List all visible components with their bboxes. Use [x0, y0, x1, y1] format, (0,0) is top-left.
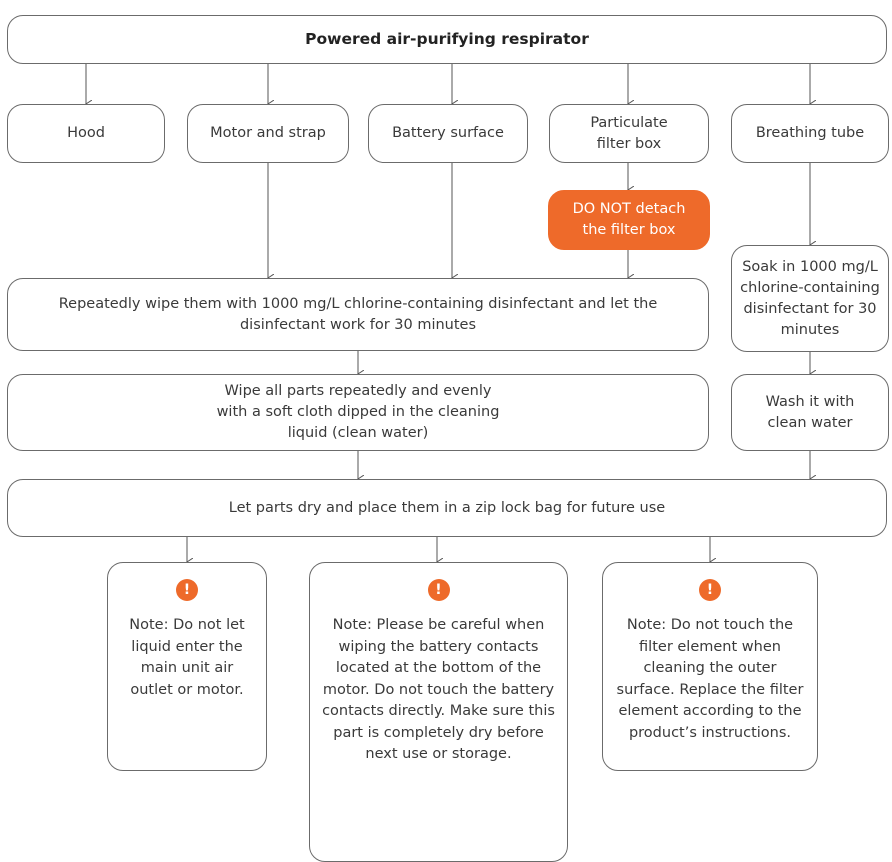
step-dry-store: Let parts dry and place them in a zip lo… [7, 479, 887, 537]
warning-icon: ! [176, 579, 198, 601]
warning-icon: ! [699, 579, 721, 601]
note-text-2: Note: Please be careful when wiping the … [322, 617, 555, 762]
step-wash-label: Wash it with clean water [765, 393, 855, 431]
component-breathing-tube-label: Breathing tube [755, 125, 865, 141]
step-dry-store-label: Let parts dry and place them in a zip lo… [228, 499, 666, 516]
note-box-2: ! Note: Please be careful when wiping th… [309, 562, 568, 862]
warning-icon: ! [427, 579, 450, 601]
component-filter-box-label: Particulate filter box [590, 114, 668, 152]
component-motor-label: Motor and strap [210, 125, 326, 141]
title-text: Powered air-purifying respirator [305, 30, 589, 48]
component-breathing-tube: Breathing tube [731, 104, 889, 163]
step-soak: Soak in 1000 mg/L chlorine-containing di… [731, 245, 889, 352]
step-wipe-disinfect: Repeatedly wipe them with 1000 mg/L chlo… [7, 278, 709, 351]
component-motor: Motor and strap [187, 104, 349, 163]
component-filter-box: Particulate filter box [549, 104, 709, 163]
component-hood-label: Hood [67, 125, 105, 141]
note-box-1: ! Note: Do not let liquid enter the main… [107, 562, 267, 771]
step-wipe-clean-label: Wipe all parts repeatedly and evenly wit… [216, 383, 500, 441]
component-battery-label: Battery surface [392, 125, 504, 141]
step-wipe-clean: Wipe all parts repeatedly and evenly wit… [7, 374, 709, 451]
note-text-1: Note: Do not let liquid enter the main u… [129, 617, 245, 698]
step-wash: Wash it with clean water [731, 374, 889, 451]
component-hood: Hood [7, 104, 165, 163]
step-soak-label: Soak in 1000 mg/L chlorine-containing di… [740, 258, 880, 338]
step-wipe-disinfect-label: Repeatedly wipe them with 1000 mg/L chlo… [58, 295, 658, 333]
note-text-3: Note: Do not touch the filter element wh… [616, 617, 804, 741]
title-box: Powered air-purifying respirator [7, 15, 887, 64]
warning-step-label: DO NOT detach the filter box [572, 201, 686, 238]
note-box-3: ! Note: Do not touch the filter element … [602, 562, 818, 771]
warning-step-box: DO NOT detach the filter box [548, 190, 710, 250]
component-battery: Battery surface [368, 104, 528, 163]
